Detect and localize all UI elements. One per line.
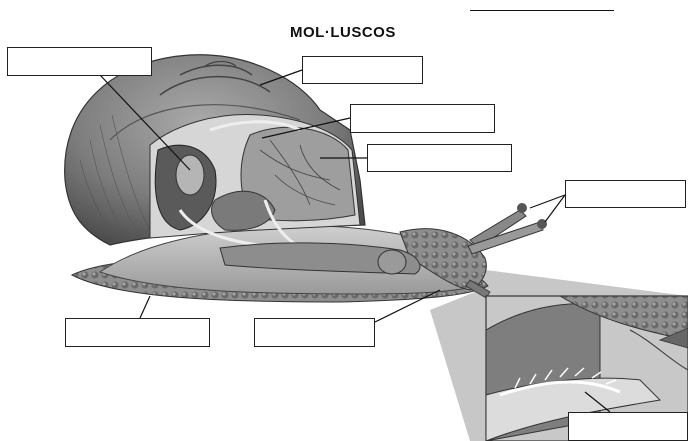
heart <box>176 155 204 195</box>
label-box-tentacles[interactable] <box>565 180 686 208</box>
label-box-radula[interactable] <box>568 412 688 441</box>
label-box-mouth[interactable] <box>254 318 375 347</box>
diagram-title: MOL·LUSCOS <box>290 24 396 41</box>
label-box-lung[interactable] <box>367 144 512 172</box>
eye-upper <box>517 203 527 213</box>
name-underline[interactable] <box>470 10 614 11</box>
label-box-top-left[interactable] <box>7 47 152 76</box>
label-box-mid[interactable] <box>350 104 495 133</box>
label-box-shell[interactable] <box>302 56 423 84</box>
label-box-foot[interactable] <box>65 318 210 347</box>
buccal-mass <box>378 250 406 274</box>
